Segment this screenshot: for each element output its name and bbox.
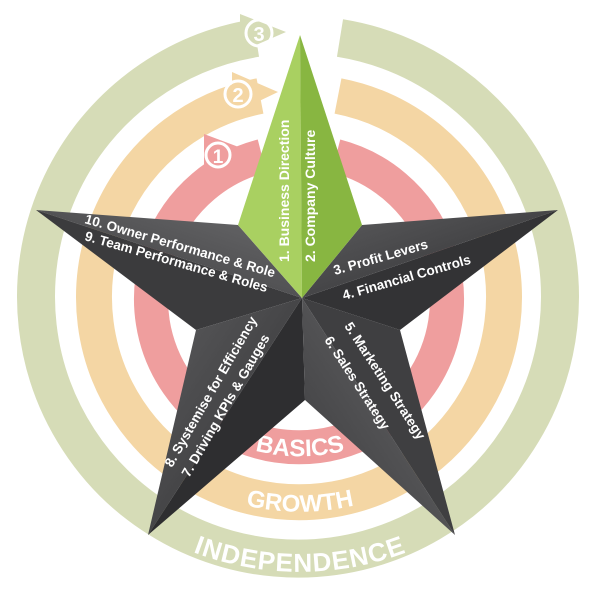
label-basics: BASICS [254,430,346,462]
ring-growth-number: 2 [232,85,243,107]
ring-basics-number-badge [204,141,232,169]
ring-independence: 3 [17,14,579,578]
star-top-right-facet [300,35,362,298]
ring-independence-number: 3 [253,24,264,46]
star-top-left-facet [238,35,302,298]
ring-independence-number-badge [244,18,274,48]
star-lowerleft-inner-facet [148,298,305,535]
ring-basics-number: 1 [213,147,224,168]
star-right-upper-facet [302,210,558,298]
ring-growth: 2 [76,72,522,521]
star [36,35,558,535]
label-company-culture: 2. Company Culture [302,130,318,262]
label-top-point: 1. Business Direction 2. Company Culture [276,120,318,262]
ring-growth-band [76,78,522,521]
star-left-lower-facet [36,210,302,330]
ring-independence-band [17,19,579,578]
star-right-lower-facet [302,210,558,330]
star-lowerright-outer-facet [302,298,455,535]
ring-growth-number-badge [223,79,253,109]
label-business-direction: 1. Business Direction [276,120,292,262]
